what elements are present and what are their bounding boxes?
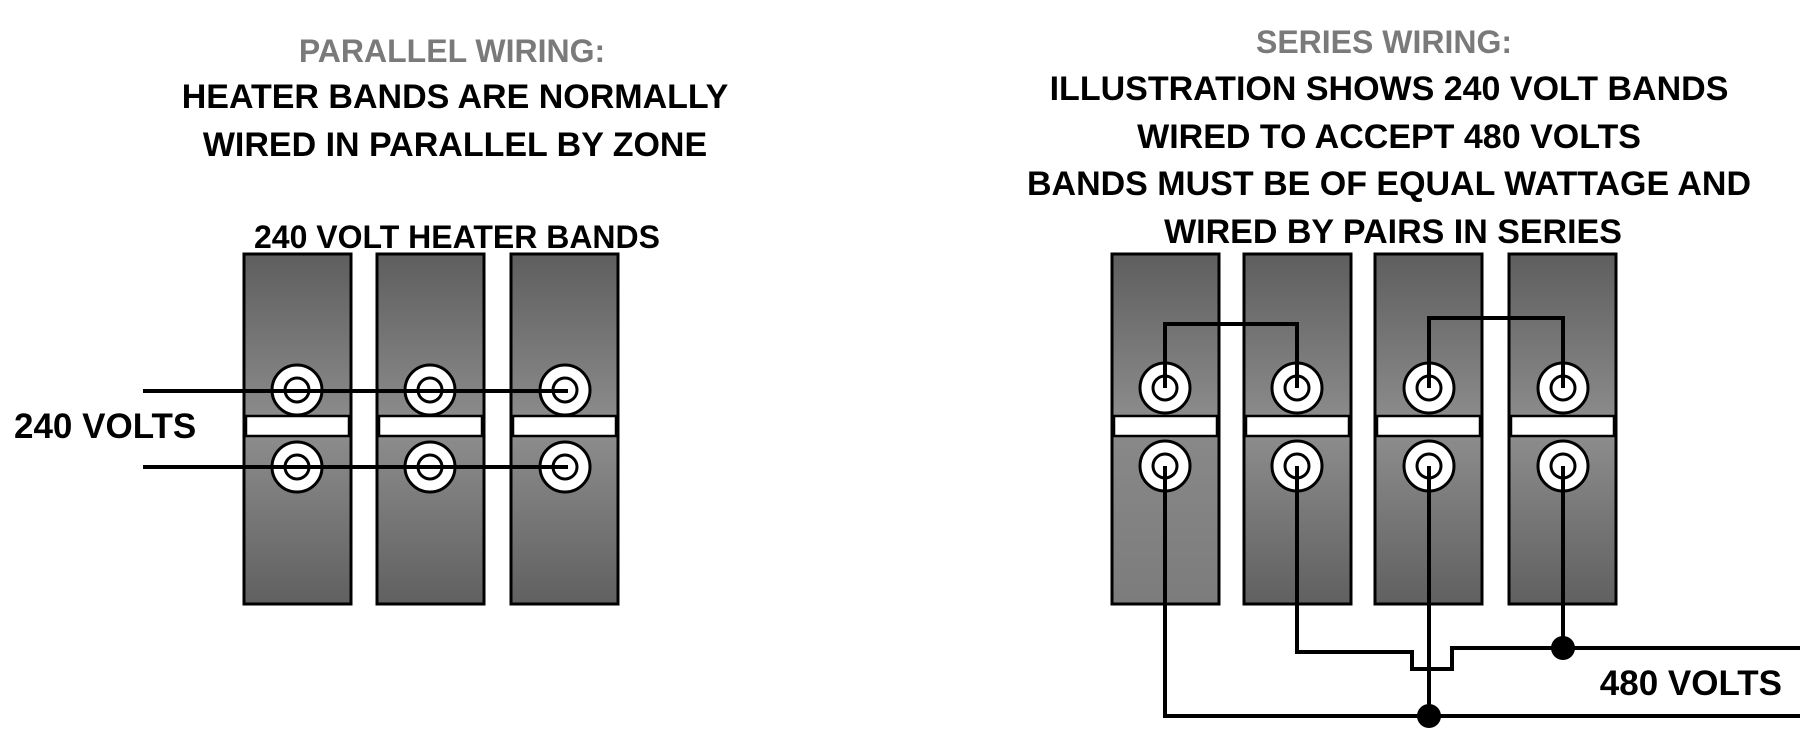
series-desc-line3: BANDS MUST BE OF EQUAL WATTAGE AND [1027, 165, 1751, 203]
series-heading: SERIES WIRING: [1256, 24, 1512, 60]
parallel-voltage-label: 240 VOLTS [14, 407, 196, 446]
series-desc-line4: WIRED BY PAIRS IN SERIES [1164, 213, 1622, 251]
series-jumper-3-4 [1427, 316, 1565, 388]
parallel-band-3 [509, 252, 620, 606]
parallel-band-1 [242, 252, 353, 606]
series-voltage-label: 480 VOLTS [1600, 664, 1782, 703]
series-desc-line2: WIRED TO ACCEPT 480 VOLTS [1137, 118, 1641, 156]
parallel-bands-label: 240 VOLT HEATER BANDS [254, 219, 660, 255]
series-desc-line1: ILLUSTRATION SHOWS 240 VOLT BANDS [1050, 70, 1729, 108]
series-jumper-1-2 [1163, 322, 1299, 388]
parallel-desc-line1: HEATER BANDS ARE NORMALLY [182, 78, 729, 116]
parallel-heading: PARALLEL WIRING: [299, 33, 605, 69]
series-wire-line-b [1295, 466, 1800, 671]
junction-dot [1551, 636, 1575, 660]
parallel-band-2 [375, 252, 486, 606]
junction-dot [1417, 704, 1441, 728]
series-wire-line-a [1163, 466, 1800, 718]
parallel-desc-line2: WIRED IN PARALLEL BY ZONE [203, 126, 707, 164]
